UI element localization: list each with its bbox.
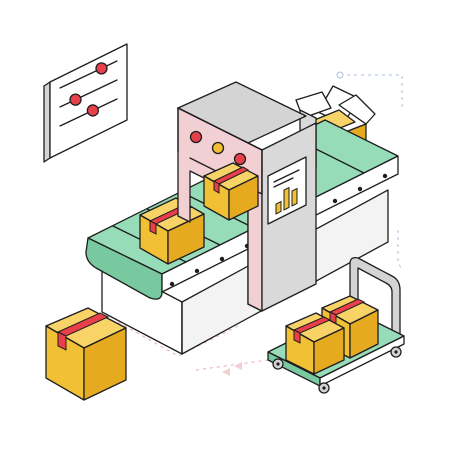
indicator-light <box>211 141 225 155</box>
loose-box <box>45 307 127 401</box>
panel-bar <box>275 200 282 215</box>
panel-bar <box>291 187 298 207</box>
indicator-lights <box>189 130 247 166</box>
box-in-scanner <box>203 162 259 221</box>
slider-knob[interactable] <box>86 104 99 117</box>
settings-panel-face <box>49 43 128 159</box>
hand-trolley <box>267 256 405 394</box>
settings-panel <box>43 43 128 163</box>
scanner-machine <box>177 81 317 312</box>
panel-bar <box>283 186 290 211</box>
slider-knob[interactable] <box>95 62 108 75</box>
accent-marks <box>222 362 242 376</box>
dotted-guides <box>117 71 403 371</box>
trolley-wheels <box>272 346 402 394</box>
trolley-handle <box>349 256 401 351</box>
monitor-panel <box>267 156 307 225</box>
sliders-icon <box>59 60 118 127</box>
settings-panel-side <box>43 81 51 163</box>
slider-knob[interactable] <box>69 93 82 106</box>
conveyor-belt-front <box>85 237 163 300</box>
trolley-box-front <box>285 312 345 375</box>
indicator-light <box>233 152 247 166</box>
indicator-light <box>189 130 203 144</box>
bar-chart-icon <box>275 186 298 215</box>
